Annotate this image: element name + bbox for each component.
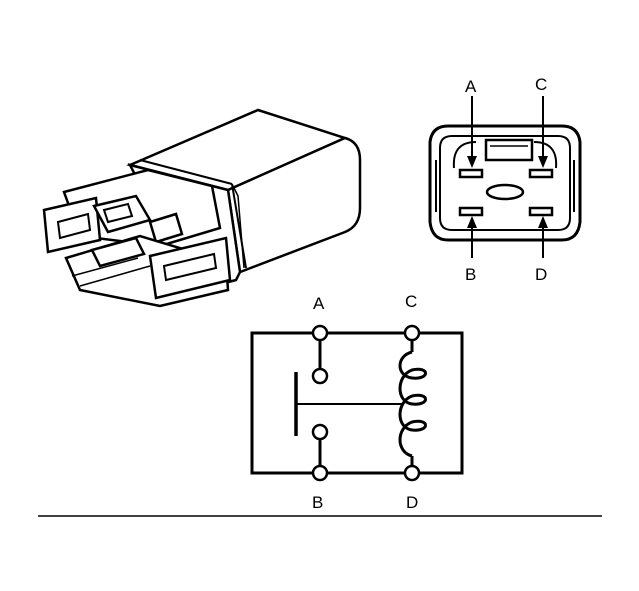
terminal-a [311,324,329,342]
switch-contact-lower [311,423,329,441]
terminal-c [403,324,421,342]
relay-coil [398,350,427,458]
connector-label-c: C [535,75,547,94]
switch-contact-upper [311,367,329,385]
connector-pin-d [528,206,554,217]
connector-label-d: D [535,265,547,284]
leader-arrow-c [538,96,548,168]
schematic-label-d: D [406,493,418,512]
relay-schematic: A C B D [250,292,464,512]
connector-label-b: B [465,265,476,284]
relay-body-illustration [42,108,362,308]
leader-arrow-b [467,216,477,258]
schematic-label-c: C [405,292,417,311]
leader-arrow-d [538,216,548,258]
schematic-label-a: A [313,294,325,313]
terminal-b [311,464,329,482]
terminal-d [403,464,421,482]
schematic-label-b: B [312,493,323,512]
connector-pin-c [528,168,554,179]
connector-pin-a [458,168,484,179]
connector-face-view: A C B D [428,75,582,284]
connector-label-a: A [465,77,477,96]
leader-arrow-a [467,96,477,168]
connector-pin-b [458,206,484,217]
